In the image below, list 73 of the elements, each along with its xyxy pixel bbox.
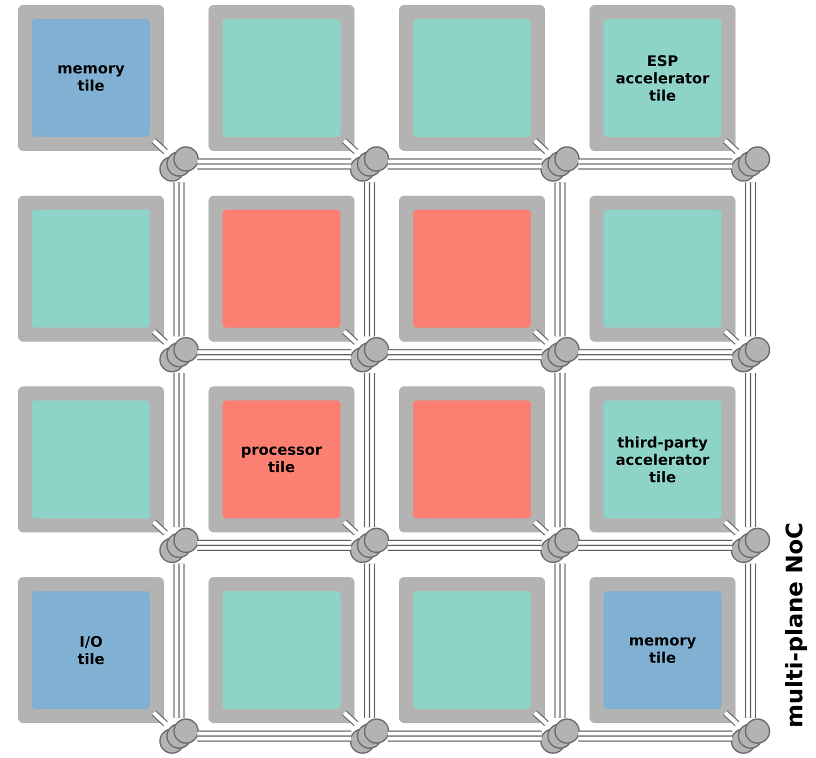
- link-line: [532, 520, 549, 536]
- router-drawing: [540, 718, 580, 754]
- router-drawing: [350, 336, 390, 372]
- link-line: [388, 349, 542, 360]
- link-line: [722, 520, 740, 536]
- tile-box: I/O tile: [18, 577, 164, 724]
- rotated-label: multi-plane NoC: [785, 524, 807, 726]
- router-drawing: [730, 528, 770, 564]
- link-line: [578, 158, 732, 170]
- link-line: [173, 564, 185, 718]
- link-line: [554, 564, 566, 718]
- link-line: [388, 730, 542, 742]
- router-drawing: [540, 336, 580, 372]
- tile-box: ESP accelerator tile: [590, 5, 736, 151]
- link-line: [173, 182, 185, 336]
- tile-box: [399, 5, 545, 151]
- tile-box: [208, 577, 354, 724]
- link-line: [197, 349, 352, 360]
- router-drawing: [350, 718, 390, 754]
- link-line: [173, 372, 185, 528]
- tile-box: [18, 386, 164, 532]
- link-line: [342, 710, 358, 726]
- tile-box: memory tile: [590, 577, 736, 724]
- router-drawing: [730, 336, 770, 372]
- link-line: [532, 138, 549, 154]
- router-drawing: [159, 336, 199, 372]
- link-line: [197, 730, 352, 742]
- tile-box: third-party accelerator tile: [590, 386, 736, 532]
- link-line: [151, 138, 168, 154]
- link-line: [342, 328, 358, 345]
- link-line: [342, 520, 358, 536]
- tile-box: [208, 196, 354, 342]
- link-line: [197, 540, 352, 551]
- router-drawing: [730, 718, 770, 754]
- router-drawing: [159, 718, 199, 754]
- link-line: [364, 182, 376, 336]
- link-line: [722, 328, 740, 345]
- link-line: [744, 182, 756, 336]
- tile-box: [399, 196, 545, 342]
- link-line: [151, 710, 168, 726]
- link-line: [744, 372, 756, 528]
- link-line: [532, 710, 549, 726]
- link-line: [744, 564, 756, 718]
- router-drawing: [540, 146, 580, 182]
- link-line: [578, 540, 732, 551]
- tile-box: [18, 196, 164, 342]
- link-line: [364, 372, 376, 528]
- tile-box: [399, 577, 545, 724]
- link-line: [554, 182, 566, 336]
- router-drawing: [159, 528, 199, 564]
- router-drawing: [159, 146, 199, 182]
- tile-box: [208, 5, 354, 151]
- tile-box: [399, 386, 545, 532]
- router-drawing: [730, 146, 770, 182]
- router-drawing: [350, 528, 390, 564]
- link-line: [151, 520, 168, 536]
- link-line: [388, 158, 542, 170]
- link-line: [151, 328, 168, 345]
- link-line: [532, 328, 549, 345]
- link-line: [342, 138, 358, 154]
- link-line: [722, 138, 740, 154]
- router-drawing: [540, 528, 580, 564]
- tile-box: memory tile: [18, 5, 164, 151]
- link-line: [197, 158, 352, 170]
- link-line: [578, 730, 732, 742]
- link-line: [388, 540, 542, 551]
- router-drawing: [350, 146, 390, 182]
- link-line: [578, 349, 732, 360]
- link-line: [554, 372, 566, 528]
- tile-box: processor tile: [208, 386, 354, 532]
- link-line: [364, 564, 376, 718]
- link-line: [722, 710, 740, 726]
- tile-box: [590, 196, 736, 342]
